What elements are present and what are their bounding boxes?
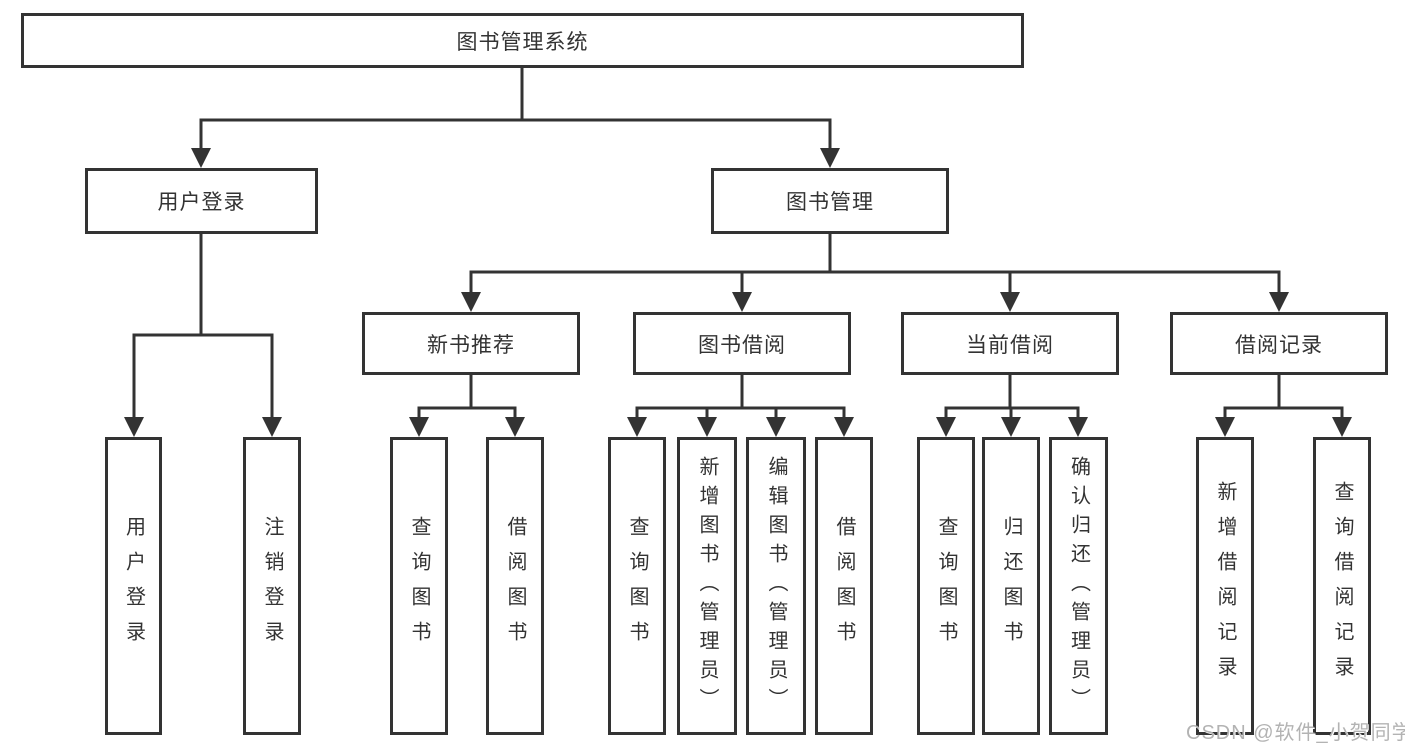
leaf-label: 注销登录 [261, 516, 283, 656]
node-borrowing-records: 借阅记录 [1170, 312, 1388, 375]
leaf-add-borrow-record: 新增借阅记录 [1196, 437, 1254, 735]
leaf-label: 新增借阅记录 [1214, 481, 1236, 691]
leaf-edit-books-admin: 编辑图书（管理员） [746, 437, 806, 735]
leaf-label: 用户登录 [122, 516, 145, 656]
leaf-label: 查询图书 [408, 516, 430, 656]
leaf-query-books-1: 查询图书 [390, 437, 448, 735]
leaf-user-login: 用户登录 [105, 437, 162, 735]
leaf-label: 借阅图书 [833, 516, 855, 656]
leaf-confirm-return-admin: 确认归还（管理员） [1049, 437, 1108, 735]
leaf-borrow-books-1: 借阅图书 [486, 437, 544, 735]
leaf-add-books-admin: 新增图书（管理员） [677, 437, 737, 735]
leaf-label: 查询图书 [935, 516, 957, 656]
leaf-label: 借阅图书 [504, 516, 526, 656]
node-book-borrowing: 图书借阅 [633, 312, 851, 375]
node-book-management: 图书管理 [711, 168, 949, 234]
leaf-query-borrow-record: 查询借阅记录 [1313, 437, 1371, 735]
leaf-label: 确认归还（管理员） [1067, 455, 1090, 717]
leaf-logout: 注销登录 [243, 437, 301, 735]
node-current-borrowing: 当前借阅 [901, 312, 1119, 375]
csdn-watermark: CSDN @软件_小贺同学 [1186, 722, 1405, 744]
leaf-label: 编辑图书（管理员） [765, 455, 787, 717]
leaf-query-books-3: 查询图书 [917, 437, 975, 735]
node-user-login: 用户登录 [85, 168, 318, 234]
node-library-system: 图书管理系统 [21, 13, 1024, 68]
leaf-label: 查询借阅记录 [1331, 481, 1353, 691]
leaf-borrow-books-2: 借阅图书 [815, 437, 873, 735]
leaf-query-books-2: 查询图书 [608, 437, 666, 735]
leaf-label: 查询图书 [626, 516, 648, 656]
leaf-label: 新增图书（管理员） [696, 455, 718, 717]
node-new-book-recommend: 新书推荐 [362, 312, 580, 375]
leaf-return-books: 归还图书 [982, 437, 1040, 735]
leaf-label: 归还图书 [1000, 516, 1022, 656]
